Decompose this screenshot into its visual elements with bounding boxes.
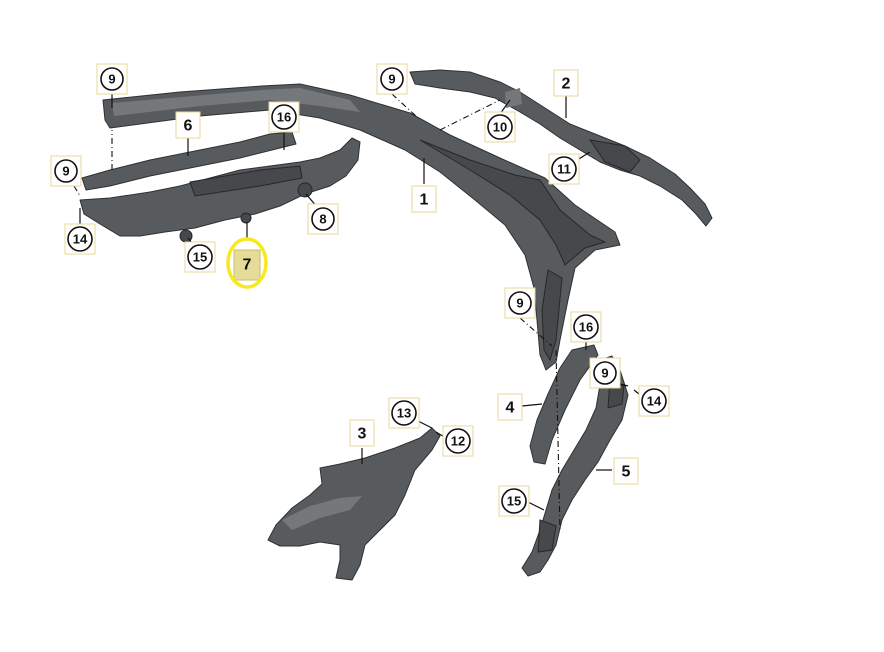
part-6-strip: [81, 131, 297, 191]
callout-16-top[interactable]: 16: [268, 101, 300, 133]
svg-text:14: 14: [73, 232, 88, 247]
callout-9-top-middle[interactable]: 9: [376, 63, 408, 95]
svg-text:3: 3: [358, 426, 367, 443]
callout-9-left[interactable]: 9: [50, 155, 82, 187]
callout-15-left[interactable]: 15: [184, 241, 216, 273]
part-3-shield: [267, 427, 441, 581]
callout-11[interactable]: 11: [548, 153, 580, 185]
callout-14-right[interactable]: 14: [638, 385, 670, 417]
svg-text:11: 11: [557, 162, 571, 177]
part-1-frame: [102, 83, 621, 371]
callout-4[interactable]: 4: [497, 393, 523, 421]
svg-text:4: 4: [506, 400, 515, 417]
callout-9-top-left[interactable]: 9: [96, 63, 128, 95]
callout-16-right[interactable]: 16: [570, 311, 602, 343]
svg-text:16: 16: [579, 320, 593, 335]
svg-text:10: 10: [493, 120, 507, 135]
svg-text:9: 9: [388, 72, 395, 87]
callout-5[interactable]: 5: [613, 457, 639, 485]
callout-9-right[interactable]: 9: [504, 287, 536, 319]
callout-8[interactable]: 8: [307, 203, 339, 235]
callout-12[interactable]: 12: [442, 425, 474, 457]
callout-9-far-right[interactable]: 9: [589, 357, 621, 389]
svg-text:15: 15: [193, 250, 207, 265]
highlight-ring: [226, 237, 268, 289]
svg-text:15: 15: [507, 494, 521, 509]
callout-13[interactable]: 13: [388, 397, 420, 429]
part-4-strip: [529, 344, 599, 465]
callout-1[interactable]: 1: [411, 185, 437, 213]
svg-text:9: 9: [62, 164, 69, 179]
callout-15-right[interactable]: 15: [498, 485, 530, 517]
svg-text:1: 1: [420, 192, 429, 209]
svg-text:13: 13: [397, 406, 411, 421]
callout-14-left[interactable]: 14: [64, 223, 96, 255]
svg-text:6: 6: [184, 118, 193, 135]
callout-3[interactable]: 3: [349, 419, 375, 447]
svg-text:12: 12: [451, 434, 465, 449]
callout-2[interactable]: 2: [553, 69, 579, 97]
svg-text:2: 2: [562, 76, 571, 93]
part-7-bracket: [79, 137, 361, 243]
callout-10[interactable]: 10: [484, 111, 516, 143]
svg-text:7: 7: [243, 257, 252, 274]
svg-text:9: 9: [516, 296, 523, 311]
svg-text:5: 5: [622, 464, 631, 481]
callout-7-highlighted[interactable]: 7: [226, 237, 268, 289]
svg-text:16: 16: [277, 110, 291, 125]
svg-text:14: 14: [647, 394, 662, 409]
part-2-bracket: [409, 69, 713, 227]
svg-text:8: 8: [319, 212, 326, 227]
callout-6[interactable]: 6: [175, 111, 201, 139]
svg-text:9: 9: [108, 72, 115, 87]
svg-text:9: 9: [601, 366, 608, 381]
